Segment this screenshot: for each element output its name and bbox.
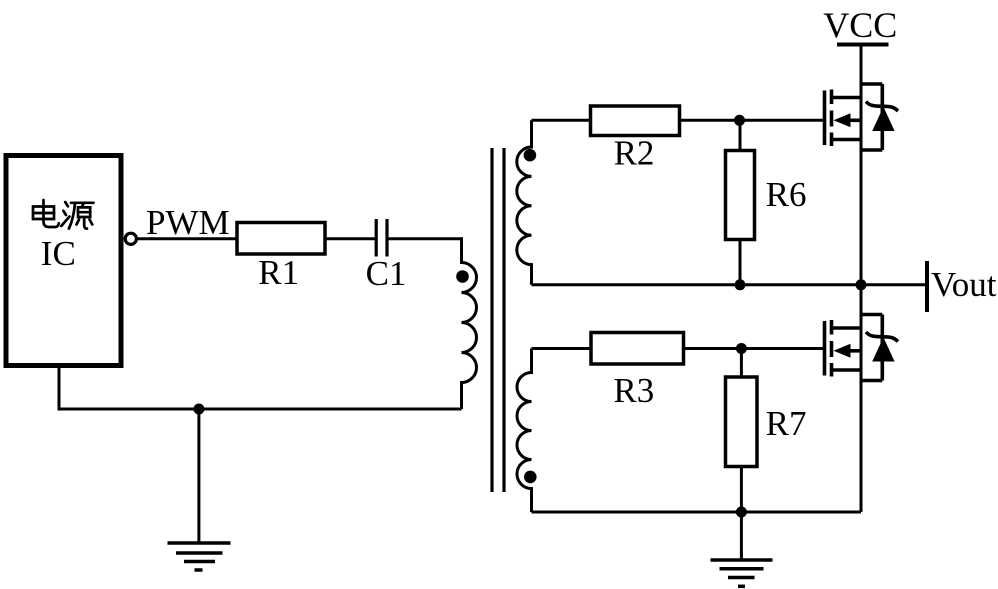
svg-text:C1: C1 bbox=[366, 254, 407, 293]
svg-text:PWM: PWM bbox=[146, 203, 230, 242]
svg-text:R1: R1 bbox=[258, 253, 299, 292]
svg-text:R3: R3 bbox=[613, 371, 654, 410]
svg-text:R6: R6 bbox=[766, 175, 807, 214]
svg-text:R7: R7 bbox=[766, 404, 807, 443]
svg-text:VCC: VCC bbox=[823, 5, 897, 45]
svg-text:Vout: Vout bbox=[931, 265, 997, 304]
svg-text:R2: R2 bbox=[614, 134, 655, 173]
svg-text:IC: IC bbox=[41, 234, 76, 273]
